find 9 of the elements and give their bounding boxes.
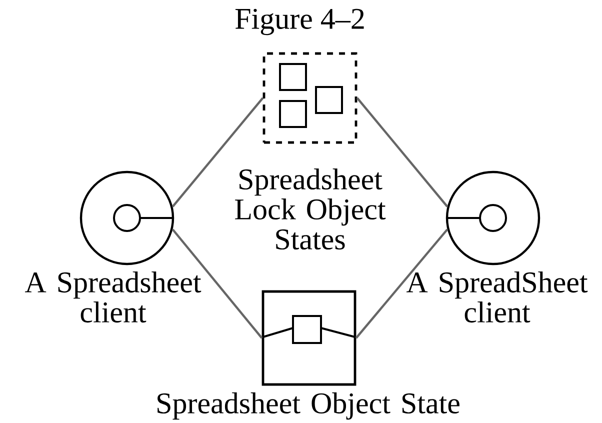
connector-line <box>355 228 448 339</box>
connector-line <box>172 97 264 208</box>
node-label: A Spreadsheet client <box>25 271 202 323</box>
title: Figure 4–2 <box>235 8 364 36</box>
connector-line <box>172 228 263 339</box>
node-label: A SpreadSheet client <box>406 271 588 323</box>
connector-line <box>356 97 448 208</box>
node-label: Spreadsheet Object State <box>158 392 460 420</box>
node-label: Spreadsheet Lock Object States <box>235 168 386 250</box>
